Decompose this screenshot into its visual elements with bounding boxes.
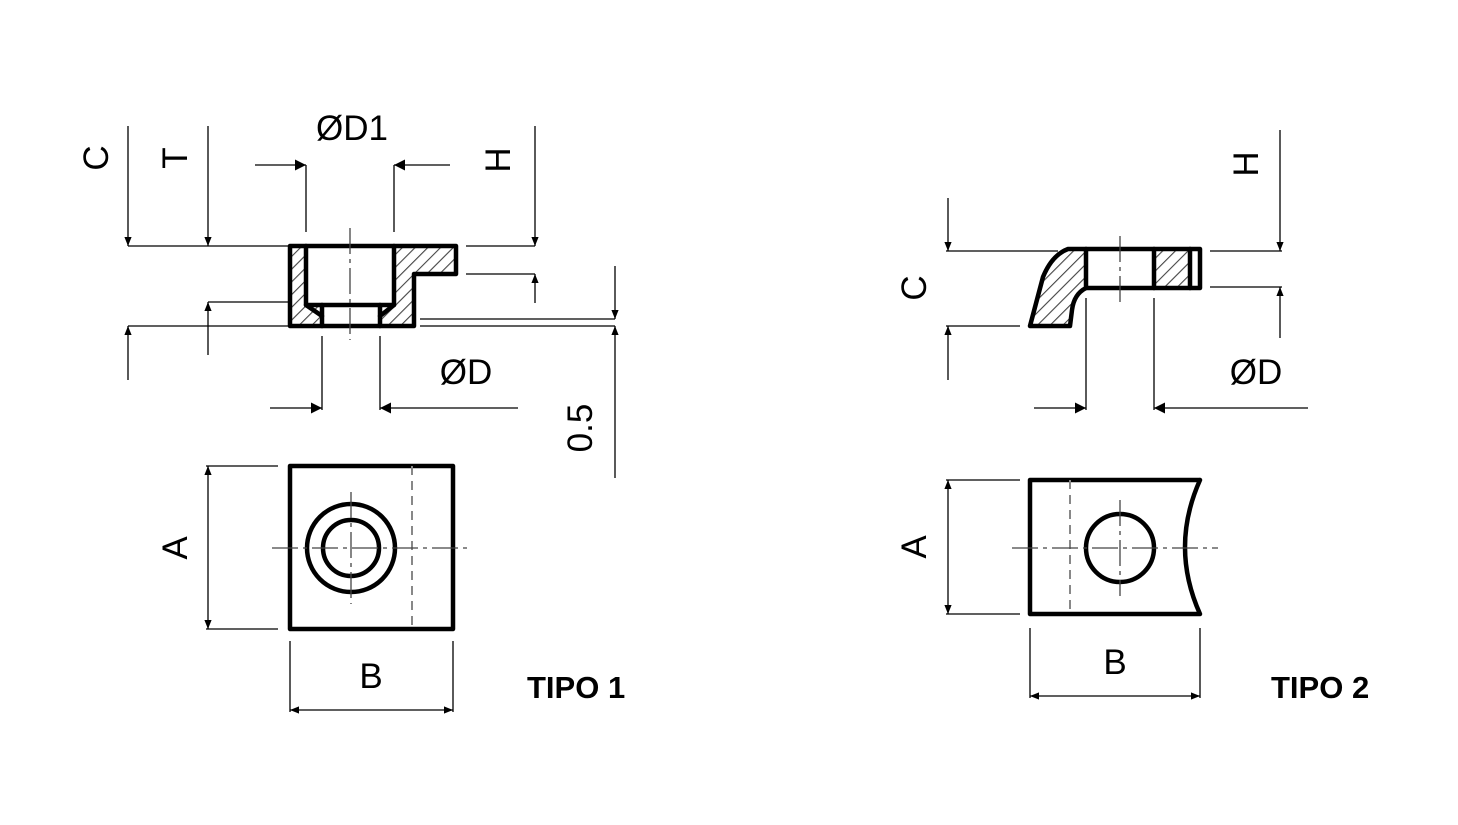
tipo2-plan-view <box>1012 477 1218 617</box>
tipo1-dim-d: ØD <box>270 336 518 414</box>
dim-label-c: C <box>895 275 934 300</box>
tipo1-dim-a: A <box>156 465 278 630</box>
tipo2-dim-c: C <box>895 198 1058 380</box>
dim-label-t: T <box>156 147 195 168</box>
dim-label-b: B <box>359 657 382 696</box>
tipo1-view: C T ØD1 H <box>77 109 625 714</box>
dim-label-d: ØD <box>440 353 493 392</box>
dim-label-a: A <box>156 536 195 560</box>
dim-label-d1: ØD1 <box>316 109 388 148</box>
tipo1-dim-offset: 0.5 <box>420 266 619 478</box>
tipo1-label: TIPO 1 <box>527 670 625 705</box>
dim-label-h: H <box>479 147 518 172</box>
tipo1-section-view <box>287 228 459 340</box>
tipo2-dim-a: A <box>895 479 1020 615</box>
tipo1-dim-h: H <box>466 126 539 303</box>
tipo1-dim-c: C <box>77 126 290 380</box>
tipo2-dim-d: ØD <box>1034 298 1308 414</box>
dim-label-a: A <box>895 535 934 559</box>
dim-label-d: ØD <box>1230 353 1283 392</box>
dim-label-h: H <box>1227 151 1266 176</box>
tipo1-dim-d1: ØD1 <box>255 109 450 232</box>
dim-label-b: B <box>1103 643 1126 682</box>
tipo2-label: TIPO 2 <box>1271 670 1369 705</box>
tipo1-plan-view <box>272 463 470 632</box>
tipo2-view: H C ØD <box>895 130 1369 705</box>
tipo1-dim-t: T <box>156 126 290 355</box>
dim-label-c: C <box>77 145 116 170</box>
dim-label-offset: 0.5 <box>561 404 600 453</box>
tipo1-dim-b: B <box>289 641 454 714</box>
tipo2-dim-h: H <box>1210 130 1284 338</box>
tipo2-section-view <box>1027 236 1203 329</box>
tipo2-dim-b: B <box>1029 628 1201 700</box>
